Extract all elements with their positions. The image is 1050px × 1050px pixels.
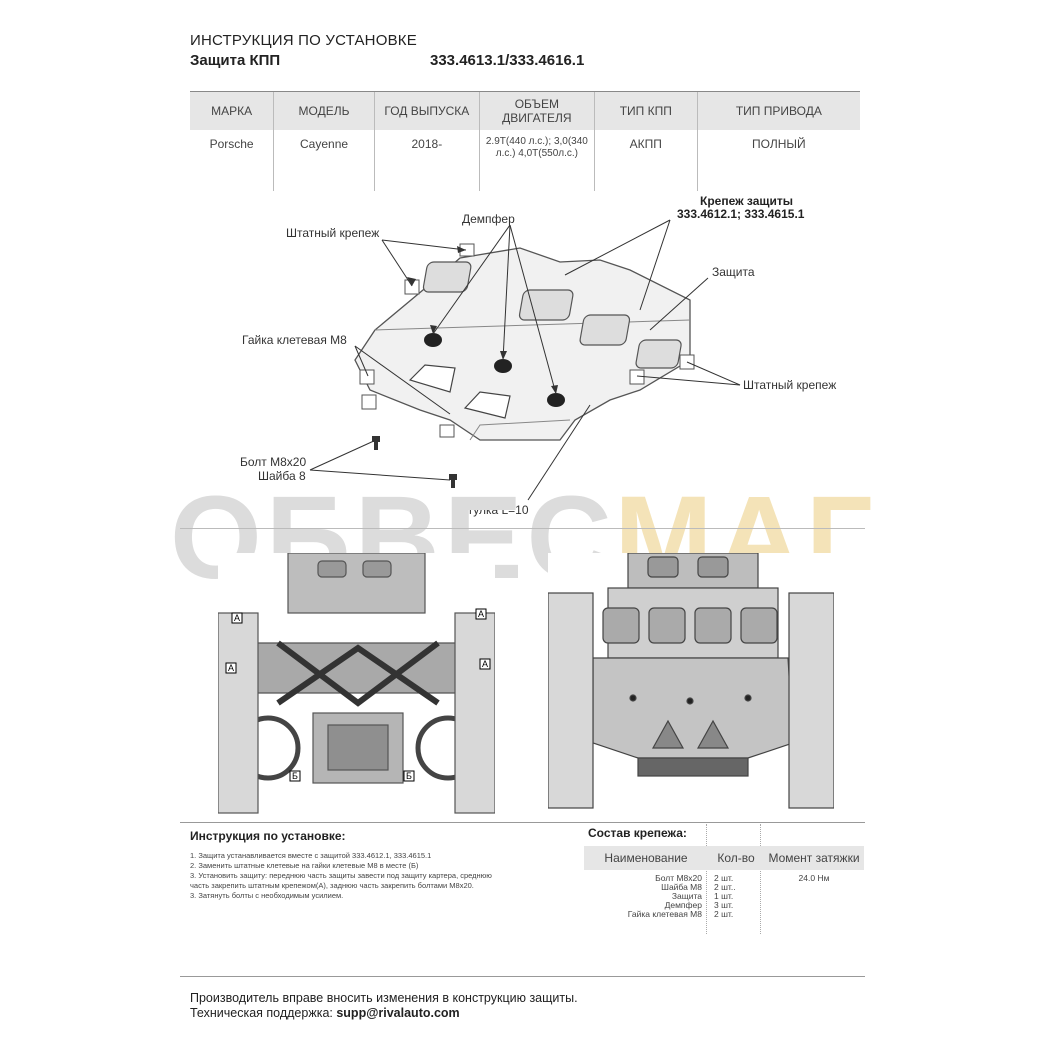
cell-brand: Porsche [209, 137, 254, 151]
bolt-icon [372, 436, 457, 488]
header-drive: ТИП ПРИВОДА [696, 92, 860, 130]
cell-year: 2018- [373, 130, 480, 191]
support-label: Техническая поддержка: [190, 1006, 337, 1020]
label-stock-fastener-right: Штатный крепеж [743, 378, 837, 392]
table-row: Демпфер 3 шт. [664, 900, 734, 910]
label-bolt: Болт М8х20 [240, 455, 307, 469]
photo-after-installation [548, 553, 834, 815]
instruction-item: 3. Затянуть болты с необходимым усилием. [190, 891, 344, 900]
marker-a: А [478, 609, 484, 619]
cell-engine: 2.9T(440 л.с.); 3,0(340 л.с.) 4,0T(550л.… [478, 130, 595, 191]
table-row: Гайка клетевая М8 2 шт. [627, 909, 734, 919]
guard-plate [354, 247, 691, 441]
instruction-item: часть закрепить штатным крепежом(А), зад… [190, 881, 474, 890]
fastener-kit-numbers: 333.4612.1; 333.4615.1 [677, 207, 805, 221]
table-row: Защита 1 шт. [671, 891, 734, 901]
photo-before-installation: А А А А Б Б [218, 553, 495, 815]
marker-a: А [482, 659, 488, 669]
header-engine: ОБЪЕМ ДВИГАТЕЛЯ [478, 92, 595, 130]
header-qty: Кол-во [708, 846, 764, 870]
header-brand: МАРКА [190, 92, 274, 130]
cell-drive: ПОЛНЫЙ [696, 130, 860, 191]
fastener-table-title: Состав крепежа: [588, 826, 687, 840]
table-row: Болт М8х20 2 шт. 24.0 Нм [655, 873, 830, 883]
mounting-tabs [359, 243, 695, 438]
label-damper: Демпфер [462, 212, 515, 226]
support-email-link[interactable]: supp@rivalauto.com [336, 1006, 460, 1020]
instructions-list: 1. Защита устанавливается вместе с защит… [190, 851, 570, 901]
header-torque: Момент затяжки [764, 846, 864, 870]
fastener-table: Наименование Кол-во Момент затяжки Болт … [584, 846, 864, 919]
doc-subtitle: Защита КПП [190, 52, 281, 69]
cell-model: Cayenne [273, 130, 375, 191]
instruction-item: 1. Защита устанавливается вместе с защит… [190, 851, 432, 860]
damper-icon [424, 333, 565, 407]
instruction-item: 2. Заменить штатные клетевые на гайки кл… [190, 861, 419, 870]
part-numbers: 333.4613.1/333.4616.1 [430, 52, 585, 69]
disclaimer: Производитель вправе вносить изменения в… [190, 991, 578, 1005]
marker-b: Б [406, 771, 412, 781]
leader-lines [309, 219, 741, 501]
marker-a: А [234, 613, 240, 623]
doc-title: ИНСТРУКЦИЯ ПО УСТАНОВКЕ [190, 32, 417, 49]
label-cage-nut: Гайка клетевая М8 [242, 333, 347, 347]
table-row: Шайба М8 2 шт.. [661, 882, 736, 892]
cell-gearbox: АКПП [593, 130, 698, 191]
header-gearbox: ТИП КПП [593, 92, 698, 130]
guard-windows [422, 261, 682, 369]
header-year: ГОД ВЫПУСКА [373, 92, 480, 130]
marker-a: А [228, 663, 234, 673]
header-model: МОДЕЛЬ [273, 92, 375, 130]
vehicle-spec-table: МАРКА МОДЕЛЬ ГОД ВЫПУСКА ОБЪЕМ ДВИГАТЕЛЯ… [190, 92, 860, 191]
table-top-rule [190, 91, 860, 92]
instruction-item: 3. Установить защиту: переднюю часть защ… [190, 871, 492, 880]
label-guard: Защита [712, 265, 755, 279]
section-rule [180, 822, 865, 823]
label-stock-fastener-top: Штатный крепеж [286, 226, 380, 240]
header-name: Наименование [584, 846, 708, 870]
footer-rule [180, 976, 865, 977]
label-bushing: Втулка L=10 [460, 503, 529, 517]
guard-exploded-diagram [309, 219, 741, 501]
watermark-rule [180, 528, 865, 529]
marker-b: Б [292, 771, 298, 781]
fastener-kit-title: Крепеж защиты [700, 194, 794, 208]
label-washer: Шайба 8 [258, 469, 306, 483]
instructions-title: Инструкция по установке: [190, 829, 346, 843]
support-line: Техническая поддержка: supp@rivalauto.co… [190, 1006, 460, 1020]
guard-vents [408, 364, 511, 419]
